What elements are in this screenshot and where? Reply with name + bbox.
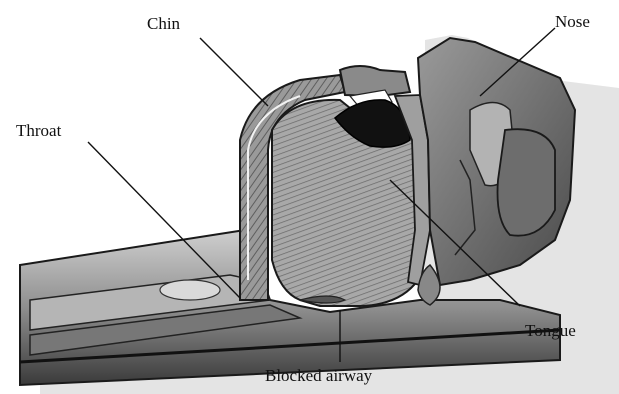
label-blocked-airway: Blocked airway	[265, 366, 372, 386]
label-throat: Throat	[16, 121, 61, 141]
chin-leader	[200, 38, 268, 106]
nostril	[498, 129, 556, 236]
label-chin: Chin	[147, 14, 180, 34]
label-tongue: Tongue	[525, 321, 576, 341]
label-nose: Nose	[555, 12, 590, 32]
